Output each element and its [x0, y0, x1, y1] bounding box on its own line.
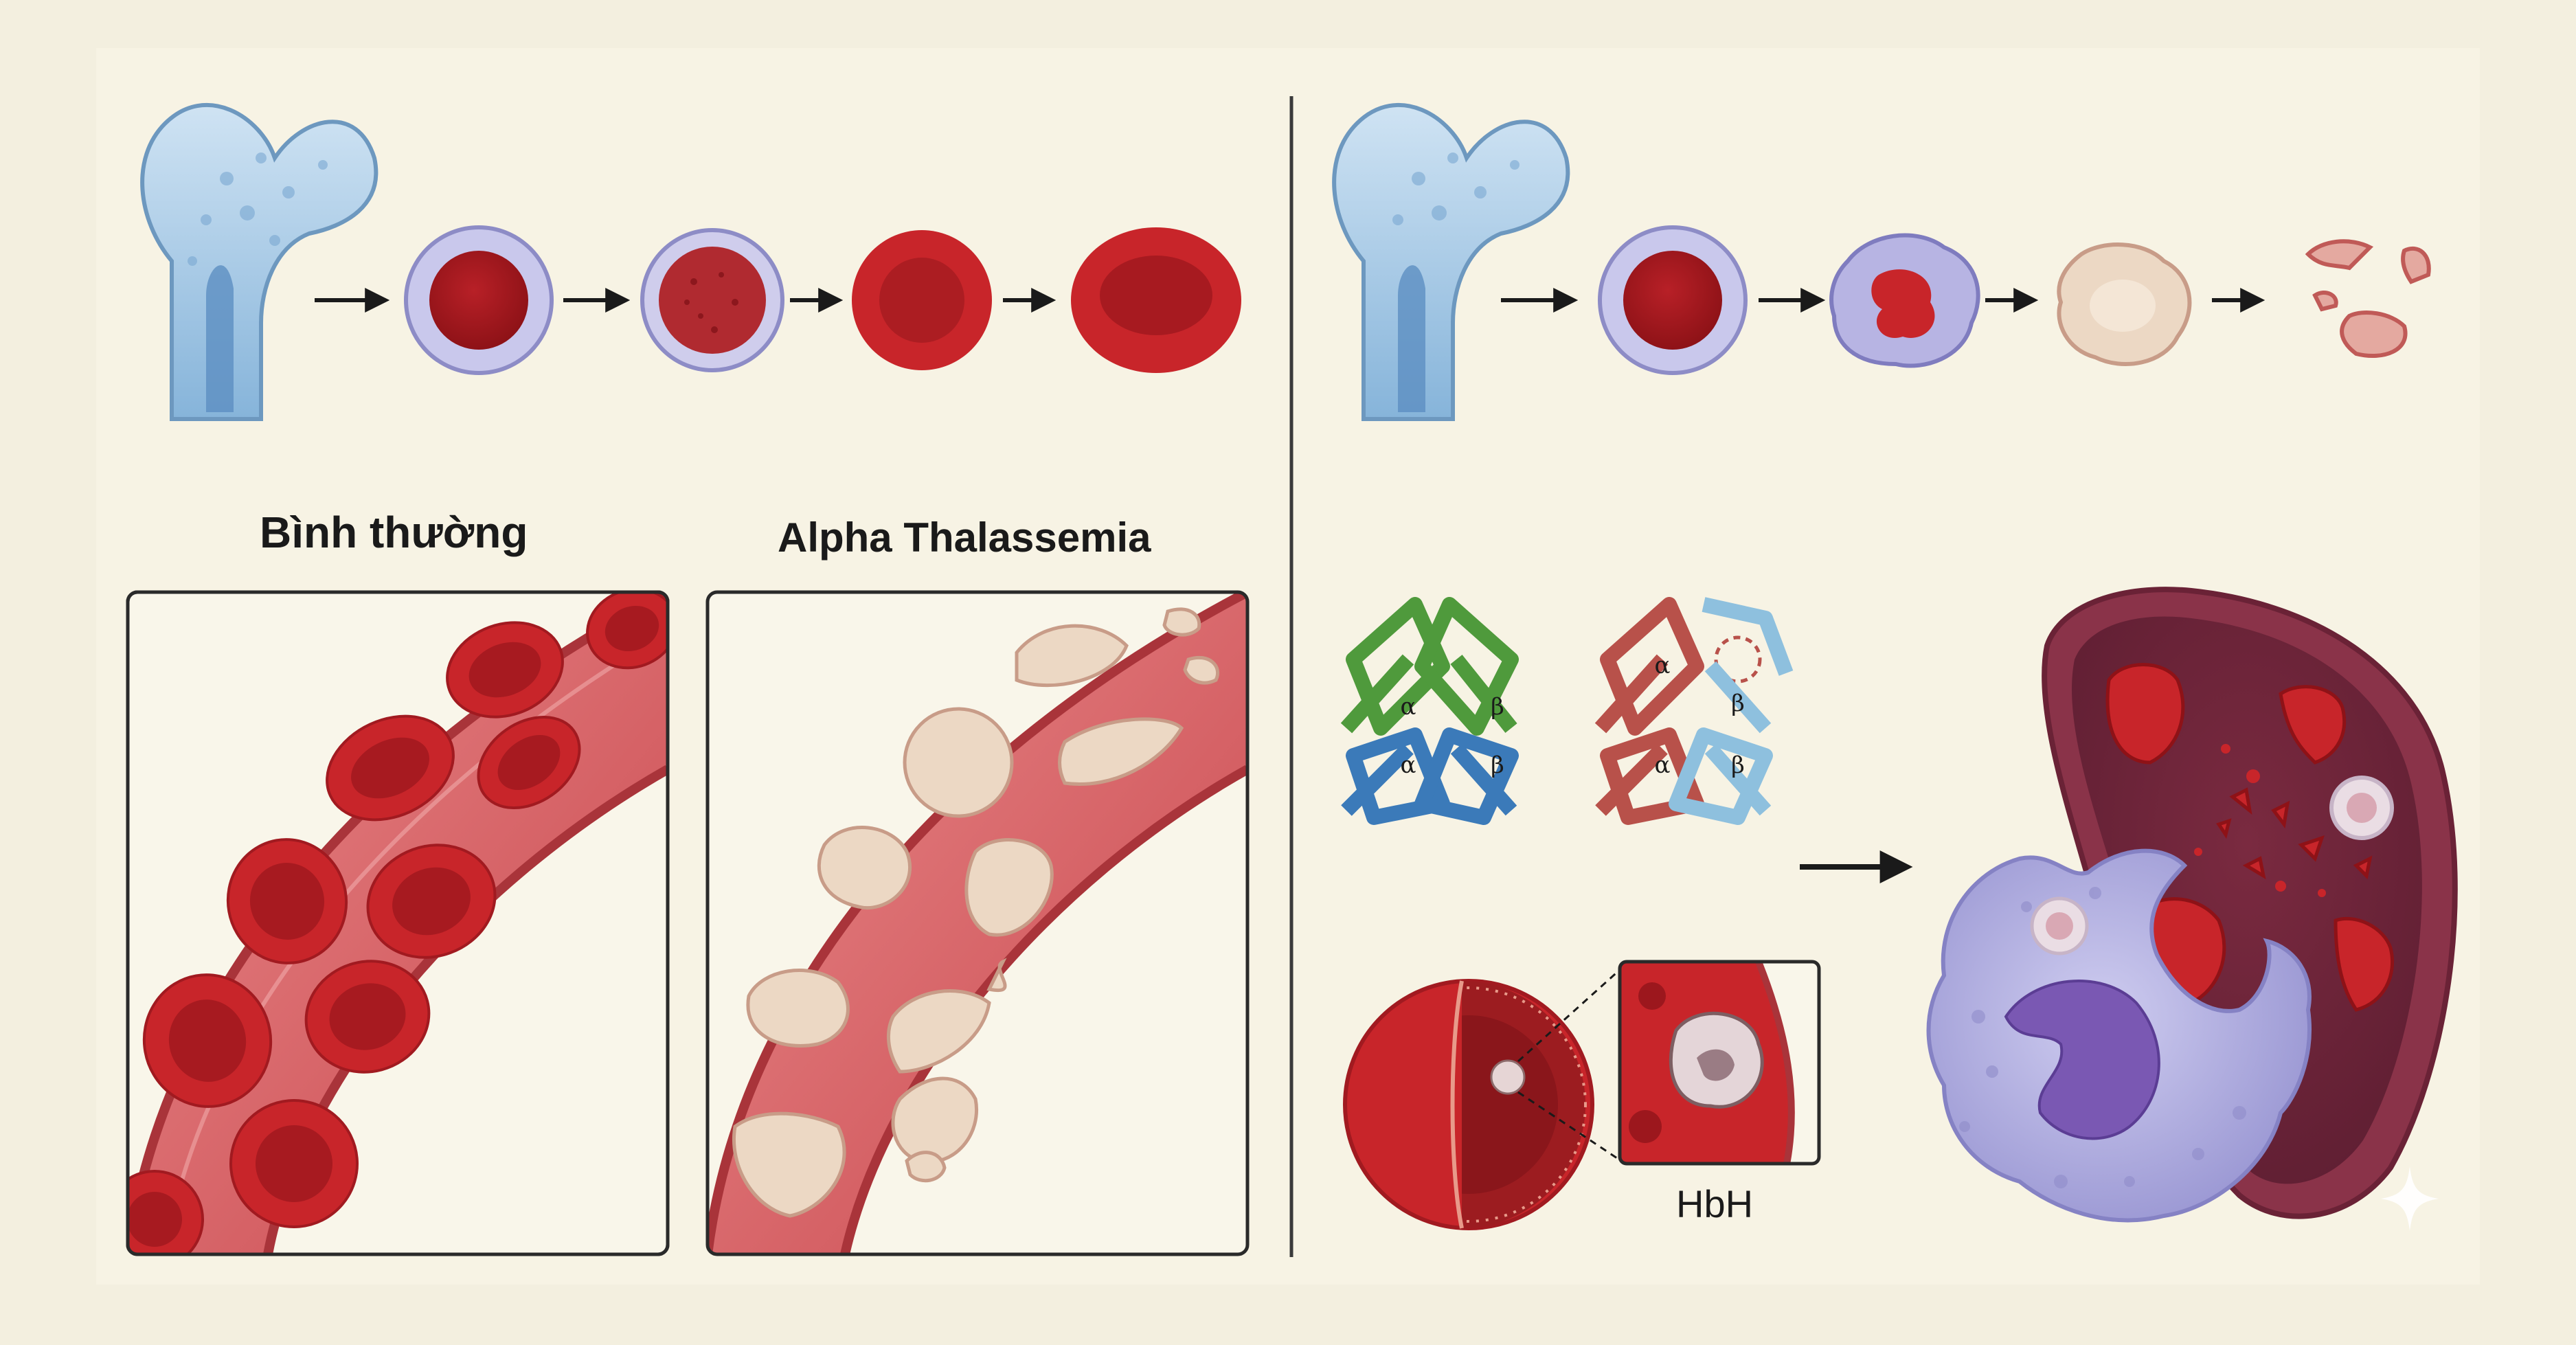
phagocytosed-inclusion — [2030, 896, 2089, 956]
abnormal-hemoglobin-tetramer — [1594, 597, 1794, 825]
globin-chain-letters: α β α β α β α β — [1401, 652, 1745, 779]
alpha-letter: α — [1655, 751, 1671, 779]
rbc-cross-section — [1343, 979, 1594, 1230]
macrophage-icon — [1926, 848, 2312, 1223]
beta-letter: β — [1731, 751, 1745, 779]
pale-inclusion-cell — [2329, 776, 2394, 840]
normoblast-cell — [640, 228, 784, 372]
sparkle-icon — [2381, 1166, 2439, 1231]
reticulocyte-cell — [852, 230, 992, 370]
beta-letter: β — [1491, 751, 1504, 779]
alpha-thalassemia-label: Alpha Thalassemia — [778, 515, 1151, 561]
femur-bone-marrow-icon — [140, 102, 379, 421]
rbc-group — [128, 592, 668, 1254]
zoom-lines — [1517, 967, 1623, 1162]
fragmented-cell — [2305, 239, 2431, 359]
pale-inclusion-cell — [2057, 242, 2192, 366]
mature-rbc — [1071, 227, 1241, 373]
normal-hemoglobin-tetramer — [1340, 597, 1519, 825]
alpha-letter: α — [1655, 652, 1671, 679]
erythroblast-cell — [404, 225, 554, 375]
beta-letter: β — [1491, 693, 1504, 721]
femur-bone-marrow-icon-right — [1332, 102, 1570, 421]
erythroblast-cell-right — [1598, 225, 1748, 375]
hbh-inclusion — [1490, 1059, 1526, 1095]
alpha-letter: α — [1401, 693, 1416, 721]
hbh-zoom-inset — [1618, 960, 1821, 1166]
alpha-letter: α — [1401, 751, 1416, 779]
alpha-thalassemia-vessel-panel — [705, 590, 1250, 1256]
beta-letter: β — [1731, 690, 1745, 717]
normal-vessel-panel — [126, 590, 670, 1256]
dysplastic-erythroblast — [1829, 233, 1980, 368]
abnormal-cell-group — [732, 607, 1220, 1218]
hbh-label: HbH — [1676, 1182, 1754, 1225]
normal-label: Bình thường — [260, 508, 528, 557]
